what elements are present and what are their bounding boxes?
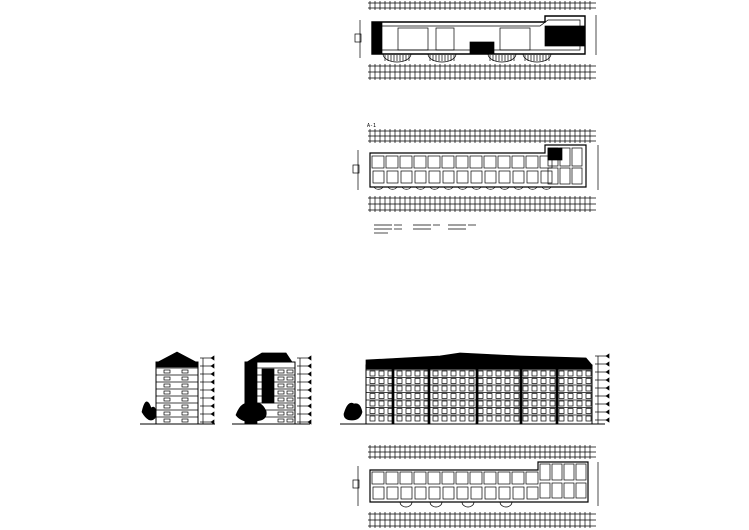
roof-plan — [354, 1, 597, 80]
front-elevation — [340, 352, 610, 425]
side-elevation-left — [140, 351, 215, 425]
sheet-label: A-1 — [367, 123, 376, 129]
side-elevation-right — [232, 352, 312, 425]
ground-floor-plan — [352, 445, 599, 528]
typical-floor-plan: A-1 — [352, 123, 599, 234]
